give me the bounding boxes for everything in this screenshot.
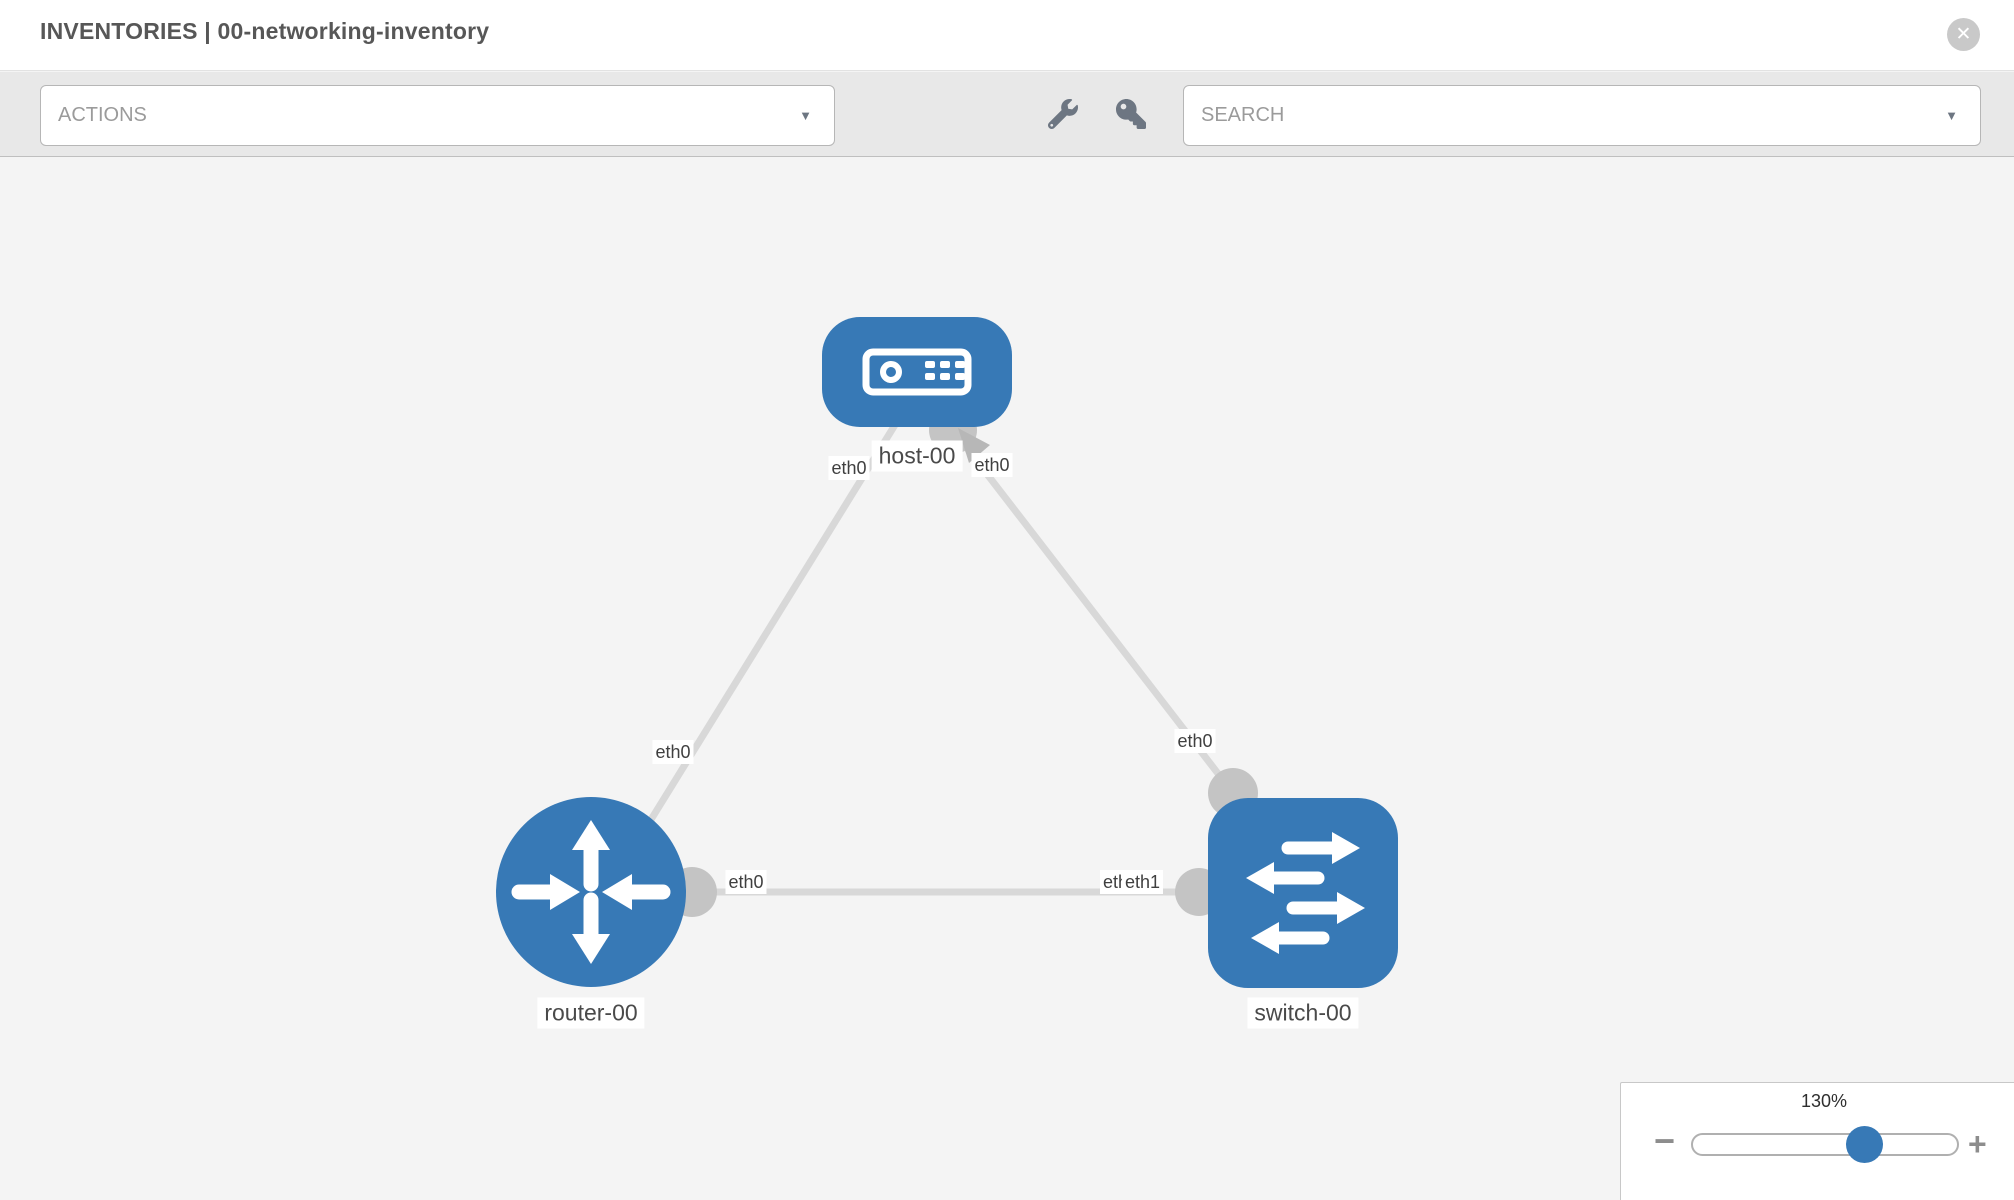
- configure-button[interactable]: [1047, 99, 1078, 130]
- zoom-slider-track[interactable]: [1691, 1133, 1959, 1156]
- node-switch[interactable]: [1208, 798, 1398, 988]
- zoom-panel: 130% − +: [1620, 1082, 2014, 1200]
- iface-label-switch-top: eth0: [1174, 729, 1216, 753]
- iface-label-host-right: eth0: [971, 453, 1013, 477]
- iface-label-host-left: eth0: [828, 456, 870, 480]
- zoom-level: 130%: [1800, 1091, 1848, 1111]
- node-router[interactable]: [496, 797, 686, 987]
- zoom-out-button[interactable]: −: [1654, 1120, 1676, 1161]
- key-icon: [1116, 99, 1146, 129]
- node-label-host: host-00: [871, 440, 963, 472]
- wrench-icon: [1047, 99, 1078, 130]
- iface-label-router-top: eth0: [652, 740, 694, 764]
- search-placeholder: SEARCH: [1201, 104, 1285, 126]
- router-icon: [511, 820, 671, 964]
- actions-dropdown[interactable]: ACTIONS ▼: [40, 85, 835, 146]
- link-host-router[interactable]: [615, 418, 901, 875]
- node-label-router: router-00: [537, 997, 645, 1029]
- iface-label-switch-left: eth1: [1122, 870, 1164, 894]
- topology-canvas[interactable]: host-00 router-00 switch-00 eth0 eth0 et…: [0, 158, 2014, 1200]
- zoom-in-button[interactable]: +: [1968, 1126, 1987, 1162]
- panel-header: INVENTORIES | 00-networking-inventory ✕: [0, 0, 2014, 71]
- node-label-switch: switch-00: [1247, 997, 1359, 1029]
- switch-icon: [1246, 832, 1365, 954]
- search-dropdown[interactable]: SEARCH ▼: [1183, 85, 1981, 146]
- link-arrowhead: [958, 428, 990, 463]
- credentials-button[interactable]: [1116, 99, 1146, 129]
- page-title: INVENTORIES | 00-networking-inventory: [40, 18, 490, 44]
- close-button[interactable]: ✕: [1947, 18, 1980, 51]
- caret-down-icon: ▼: [1945, 108, 1958, 123]
- iface-label-router-right: eth0: [725, 870, 767, 894]
- topology-svg: [496, 317, 1398, 988]
- actions-dropdown-label: ACTIONS: [58, 104, 147, 126]
- toolbar: ACTIONS ▼ SEARCH ▼: [0, 72, 2014, 157]
- host-icon: [862, 348, 972, 396]
- node-host[interactable]: [822, 317, 1012, 427]
- caret-down-icon: ▼: [799, 108, 812, 123]
- close-icon: ✕: [1955, 24, 1972, 45]
- zoom-slider-knob[interactable]: [1846, 1126, 1883, 1163]
